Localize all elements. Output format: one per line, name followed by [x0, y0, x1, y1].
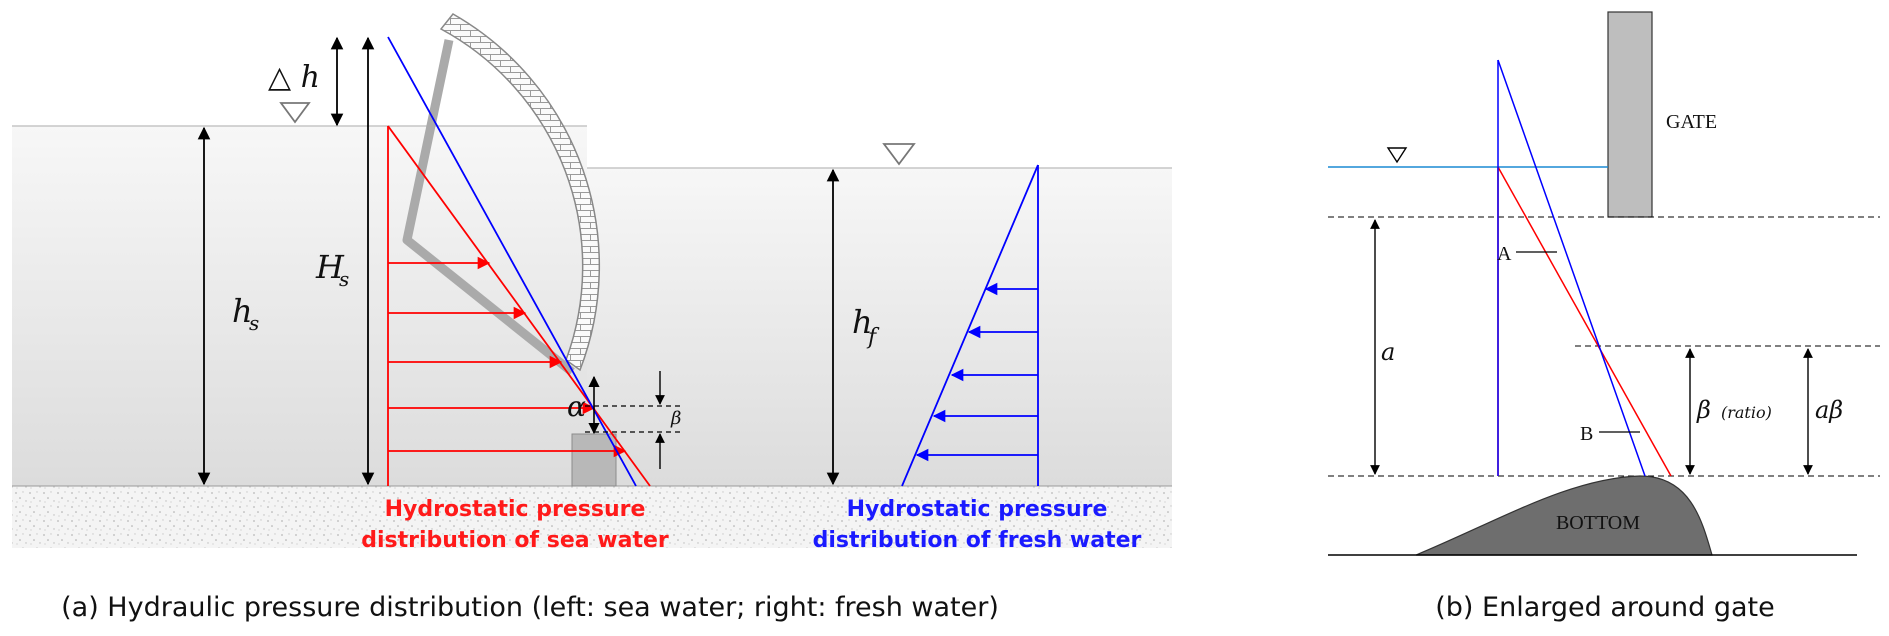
bottom-mound	[1415, 475, 1713, 556]
sea-level-triangle-icon	[279, 102, 311, 124]
svg-text:h: h	[852, 303, 873, 341]
delta-h-symbol: △ h	[268, 60, 320, 95]
sand-bottom	[12, 486, 1172, 548]
point-b-label: B	[1580, 423, 1593, 445]
fresh-level-triangle-icon	[882, 143, 916, 166]
beta-ratio-symbol: β	[1696, 396, 1711, 424]
sea-label-line-1: Hydrostatic pressure	[385, 497, 646, 522]
hs-symbol: h s	[232, 292, 259, 335]
svg-text:s: s	[249, 311, 259, 335]
sea-water-body	[12, 126, 587, 486]
left-caption: (a) Hydraulic pressure distribution (lef…	[61, 592, 999, 623]
gate-frame	[402, 39, 575, 376]
blue-diagonal	[1497, 59, 1646, 477]
fresh-label-line-1: Hydrostatic pressure	[847, 497, 1108, 522]
a-symbol: a	[1381, 338, 1395, 366]
sill-block	[571, 433, 617, 487]
fresh-label-line-2: distribution of fresh water	[813, 528, 1142, 553]
gate-block	[1607, 11, 1653, 218]
ratio-note: (ratio)	[1721, 403, 1772, 422]
point-a-label: A	[1497, 243, 1512, 265]
arch-gate	[439, 13, 601, 372]
water-level-triangle-icon	[1386, 147, 1408, 164]
right-panel: GATE BOTTOM A B a β (ratio) aβ (b) Enlar…	[1328, 11, 1880, 623]
fresh-water-body	[587, 168, 1172, 486]
bottom-label: BOTTOM	[1556, 512, 1640, 534]
svg-text:H: H	[315, 248, 345, 286]
fresh-pressure-hypotenuse	[901, 164, 1039, 487]
red-diagonal	[1497, 166, 1672, 477]
alpha-symbol: α	[567, 390, 586, 423]
beta-symbol: β	[670, 408, 681, 429]
left-panel: △ h h s H s h f α β Hydrostatic pressure…	[12, 13, 1172, 623]
right-caption: (b) Enlarged around gate	[1435, 592, 1775, 623]
svg-text:h: h	[232, 292, 253, 330]
gate-label: GATE	[1666, 111, 1717, 133]
Hs-symbol: H s	[315, 248, 349, 291]
svg-text:s: s	[339, 267, 349, 291]
sea-pressure-hypotenuse	[387, 125, 651, 487]
abeta-symbol: aβ	[1815, 396, 1843, 424]
sea-label-line-2: distribution of sea water	[361, 528, 669, 553]
